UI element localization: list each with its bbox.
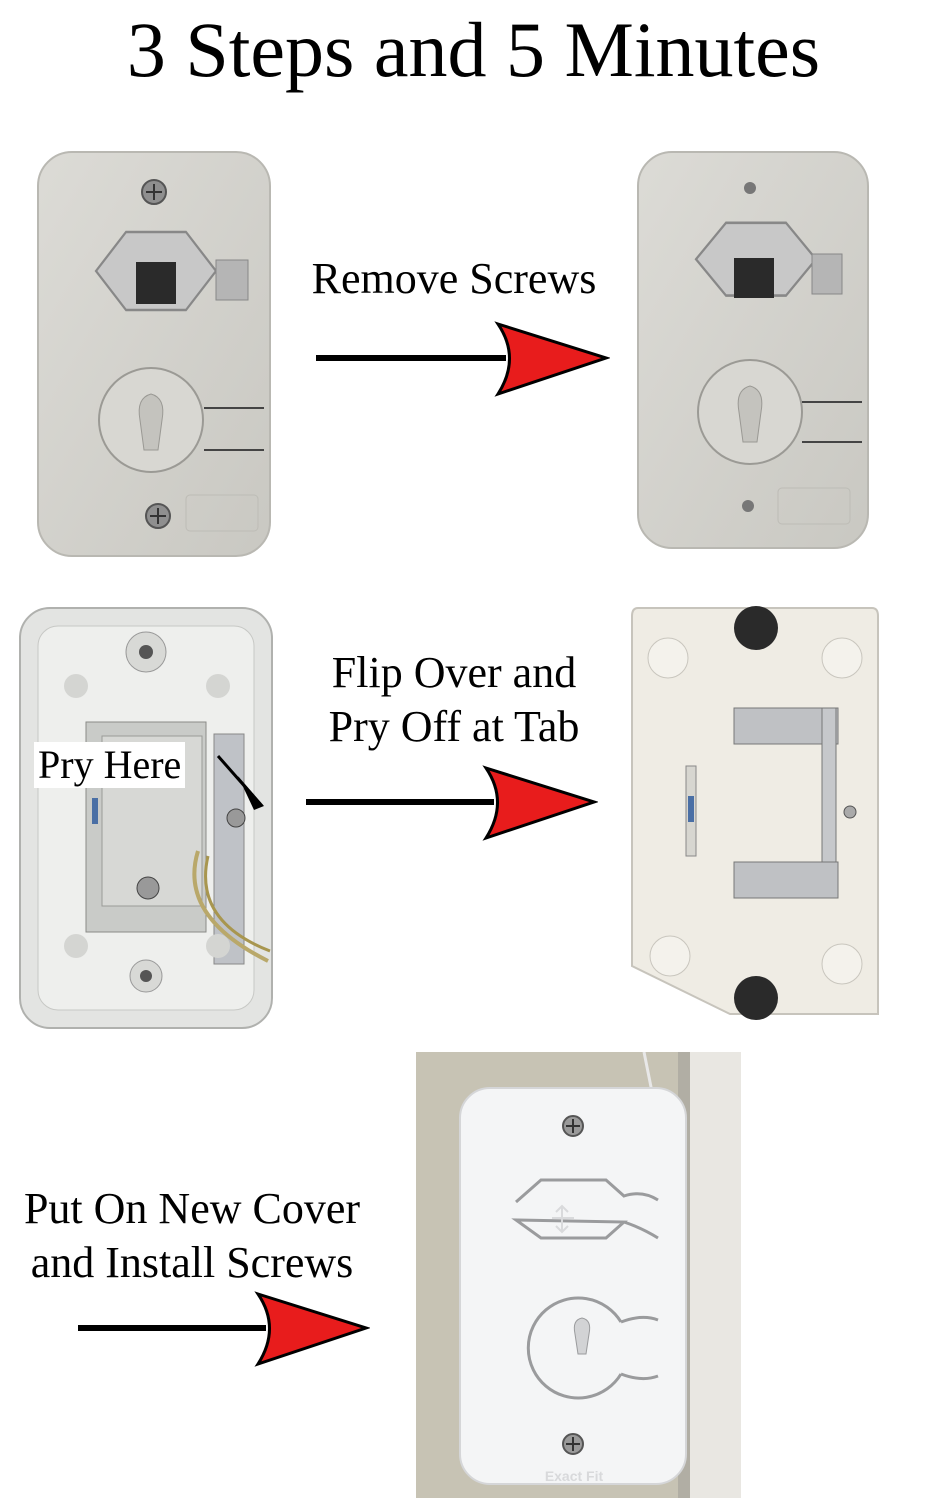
step1-caption-line1: Remove Screws: [311, 254, 597, 303]
step2-caption-line1: Flip Over and: [331, 648, 577, 697]
new-cover-installed-photo: Exact Fit: [416, 1052, 741, 1498]
step2-caption-line2: Pry Off at Tab: [328, 702, 580, 751]
step3-caption: Put On New Cover and Install Screws: [0, 1182, 384, 1290]
old-cover-screws-removed-photo: [636, 150, 870, 552]
old-cover-with-screws-photo: [36, 150, 272, 560]
step2-caption: Flip Over and Pry Off at Tab: [284, 646, 624, 754]
arrow-right-icon: [316, 318, 610, 400]
step3-caption-line2: and Install Screws: [30, 1238, 354, 1287]
pry-here-callout: Pry Here: [34, 742, 186, 788]
exact-fit-brand-label: Exact Fit: [544, 1468, 604, 1484]
inner-plate-photo: [630, 606, 880, 1020]
page-title: 3 Steps and 5 Minutes: [126, 6, 821, 93]
arrow-right-icon: [78, 1288, 370, 1370]
step1-caption: Remove Screws: [280, 252, 628, 306]
step3-caption-line1: Put On New Cover: [23, 1184, 361, 1233]
arrow-right-icon: [306, 762, 598, 844]
station-back-photo: [18, 606, 274, 1030]
